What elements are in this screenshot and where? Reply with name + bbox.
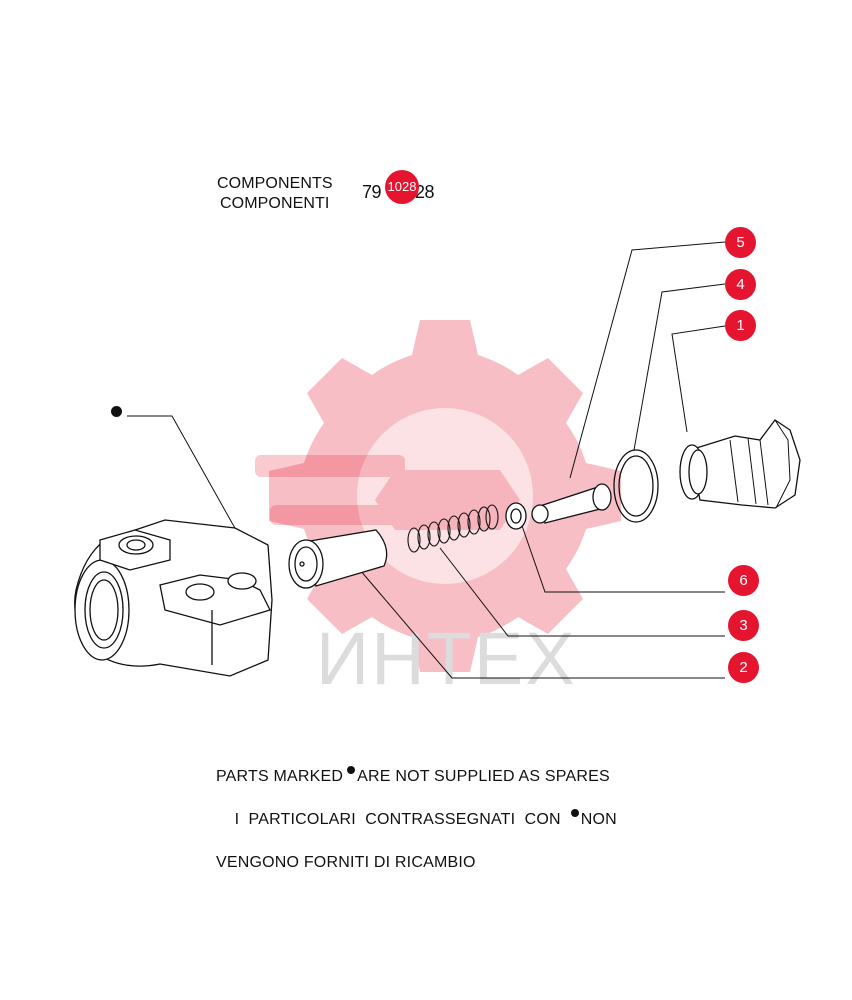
components-label-it: COMPONENTI (220, 195, 330, 212)
components-header: COMPONENTS COMPONENTI (217, 174, 333, 214)
part-number-badge: 1028 (385, 170, 419, 204)
pin-part-5 (531, 483, 612, 524)
not-supplied-marker-dot (111, 406, 122, 417)
footer-line-1b: ARE NOT SUPPLIED AS SPARES (357, 768, 610, 785)
footer-note: PARTS MARKED ARE NOT SUPPLIED AS SPARES I… (216, 766, 617, 874)
dot-marker-icon (570, 809, 579, 817)
footer-line-3: VENGONO FORNITI DI RICAMBIO (216, 854, 476, 871)
spring-part-3 (407, 504, 499, 553)
leader-lines (127, 241, 726, 679)
valve-body (74, 519, 273, 677)
o-ring-part-4 (613, 449, 659, 523)
callout-6[interactable]: 6 (728, 565, 759, 596)
callout-3[interactable]: 3 (728, 610, 759, 641)
part-number-suffix: 28 (415, 182, 435, 202)
footer-line-2: I PARTICOLARI CONTRASSEGNATI CON NON (216, 788, 617, 853)
part-number: 79 28 (362, 182, 435, 203)
footer-line-1a: PARTS MARKED (216, 768, 344, 785)
dot-marker-icon (347, 766, 356, 774)
footer-line-2a: I PARTICOLARI CONTRASSEGNATI CON (234, 811, 561, 828)
plug-part-1 (679, 419, 801, 509)
footer-line-1: PARTS MARKED ARE NOT SUPPLIED AS SPARES (216, 766, 617, 788)
watermark-text: ИНТЕХ (316, 617, 577, 700)
components-label-en: COMPONENTS (217, 175, 333, 192)
footer-line-2b: NON (580, 811, 617, 828)
washer-part-6 (505, 502, 527, 530)
part-number-prefix: 79 (362, 182, 382, 202)
callout-5[interactable]: 5 (725, 227, 756, 258)
piston-part-2 (288, 529, 388, 589)
callout-2[interactable]: 2 (728, 652, 759, 683)
callout-1[interactable]: 1 (725, 310, 756, 341)
callout-4[interactable]: 4 (725, 269, 756, 300)
